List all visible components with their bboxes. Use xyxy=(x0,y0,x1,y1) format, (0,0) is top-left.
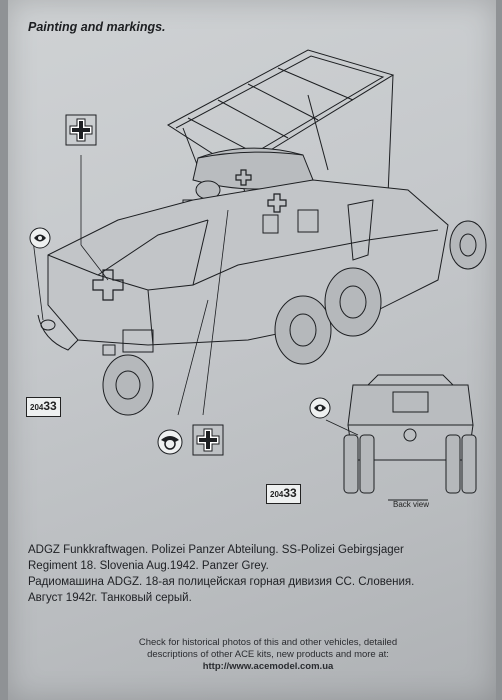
footer: Check for historical photos of this and … xyxy=(68,637,468,673)
footer-line-1: Check for historical photos of this and … xyxy=(138,637,398,648)
footer-line-2: descriptions of other ACE kits, new prod… xyxy=(147,649,389,660)
decal-number-main: 33 xyxy=(283,486,297,500)
caption-line-en-2: Regiment 18. Slovenia Aug.1942. Panzer G… xyxy=(28,560,269,572)
page-heading: Painting and markings. xyxy=(28,20,166,34)
decal-number-back: 20433 xyxy=(266,484,301,504)
cross-decal-bottom xyxy=(192,424,224,456)
cross-decal-top xyxy=(65,114,97,146)
caption-block: ADGZ Funkkraftwagen. Polizei Panzer Abte… xyxy=(28,542,488,606)
caption-line-en-1: ADGZ Funkkraftwagen. Polizei Panzer Abte… xyxy=(28,544,404,556)
leader-lines xyxy=(32,155,359,436)
decal-number-prefix: 204 xyxy=(270,490,284,499)
hull xyxy=(37,179,449,356)
police-emblem xyxy=(157,429,183,455)
decal-number-prefix: 204 xyxy=(30,403,44,412)
decal-number-main: 33 xyxy=(43,399,57,413)
website-link[interactable]: http://www.acemodel.com.ua xyxy=(202,661,334,672)
unit-emblem-left xyxy=(29,227,51,249)
wheels xyxy=(102,220,487,416)
vehicle-drawing xyxy=(29,49,487,501)
instruction-sheet: Painting and markings. xyxy=(8,0,496,700)
balkenkreuz-markings xyxy=(92,169,287,301)
back-view-label: Back view xyxy=(393,500,430,509)
back-view-drawing xyxy=(343,374,477,501)
caption-line-ru-2: Август 1942г. Танковый серый. xyxy=(28,592,192,604)
unit-emblem-back xyxy=(309,397,331,419)
caption-line-ru-1: Радиомашина ADGZ. 18-ая полицейская горн… xyxy=(28,576,415,588)
turret xyxy=(182,147,314,206)
decal-number-front: 20433 xyxy=(26,397,61,417)
